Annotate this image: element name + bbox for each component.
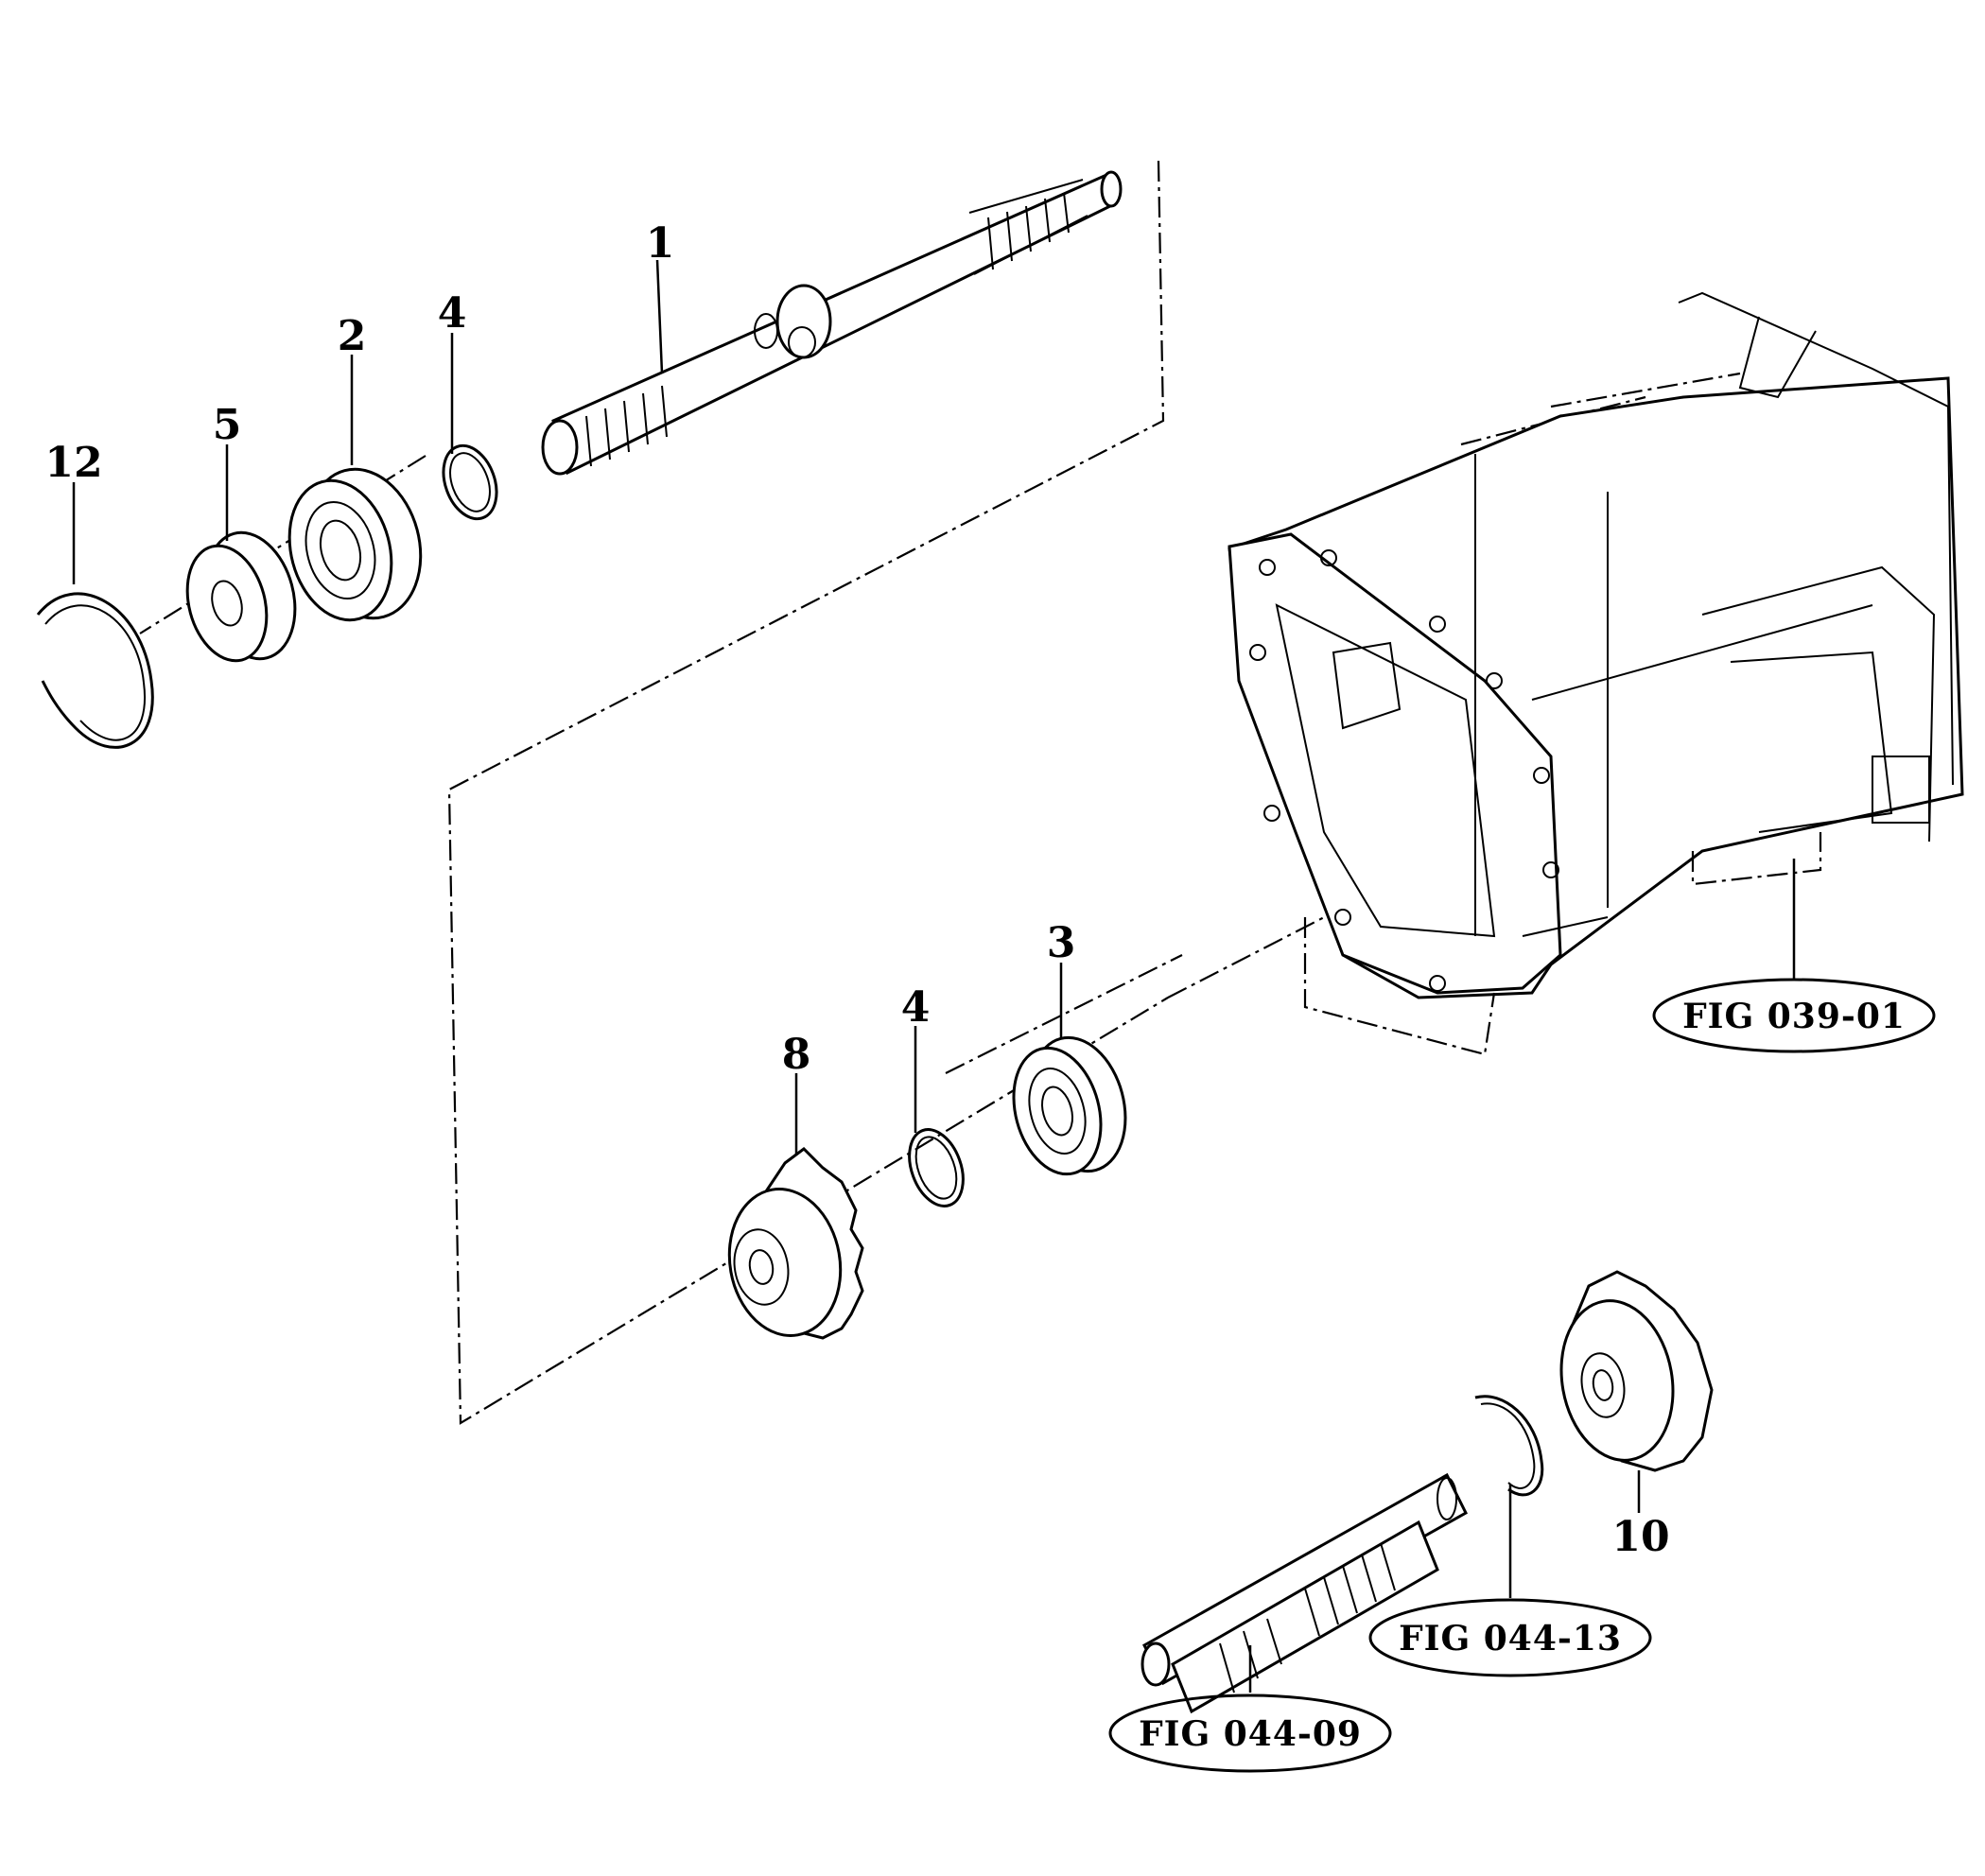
large-snap-ring	[36, 592, 154, 749]
figure-ref-shaft-text: FIG 044-09	[1139, 1714, 1362, 1754]
snap-ring-small	[1474, 1395, 1544, 1497]
figure-ref-snap-ring: FIG 044-13	[1368, 1598, 1652, 1677]
part-number-labels: 1 2 4 5 12 3 4 8 10	[44, 219, 1669, 1561]
main-shaft	[541, 170, 1123, 476]
label-part-3: 3	[1047, 919, 1076, 967]
ball-bearing-upper	[287, 467, 423, 622]
figure-ref-shaft: FIG 044-09	[1108, 1694, 1392, 1773]
label-part-8: 8	[782, 1031, 811, 1079]
label-part-4-upper: 4	[438, 289, 467, 338]
label-part-10: 10	[1611, 1513, 1669, 1561]
figure-ref-snap-ring-text: FIG 044-13	[1399, 1619, 1622, 1659]
collar	[185, 530, 297, 663]
figure-ref-housing-text: FIG 039-01	[1682, 997, 1906, 1036]
snap-ring-upper	[442, 443, 498, 521]
label-part-1: 1	[646, 219, 675, 268]
transmission-housing	[1228, 291, 1964, 1056]
leader-lines	[72, 259, 1796, 1693]
output-shaft	[1141, 1472, 1468, 1714]
ball-bearing-lower	[1012, 1035, 1127, 1176]
label-part-5: 5	[213, 401, 242, 449]
gear-upper	[727, 1147, 864, 1340]
label-part-2: 2	[338, 312, 367, 360]
figure-ref-housing: FIG 039-01	[1652, 978, 1936, 1053]
label-part-12: 12	[44, 439, 102, 487]
label-part-4-lower: 4	[901, 983, 931, 1032]
snap-ring-lower	[908, 1128, 965, 1207]
gear-lower	[1559, 1270, 1714, 1472]
